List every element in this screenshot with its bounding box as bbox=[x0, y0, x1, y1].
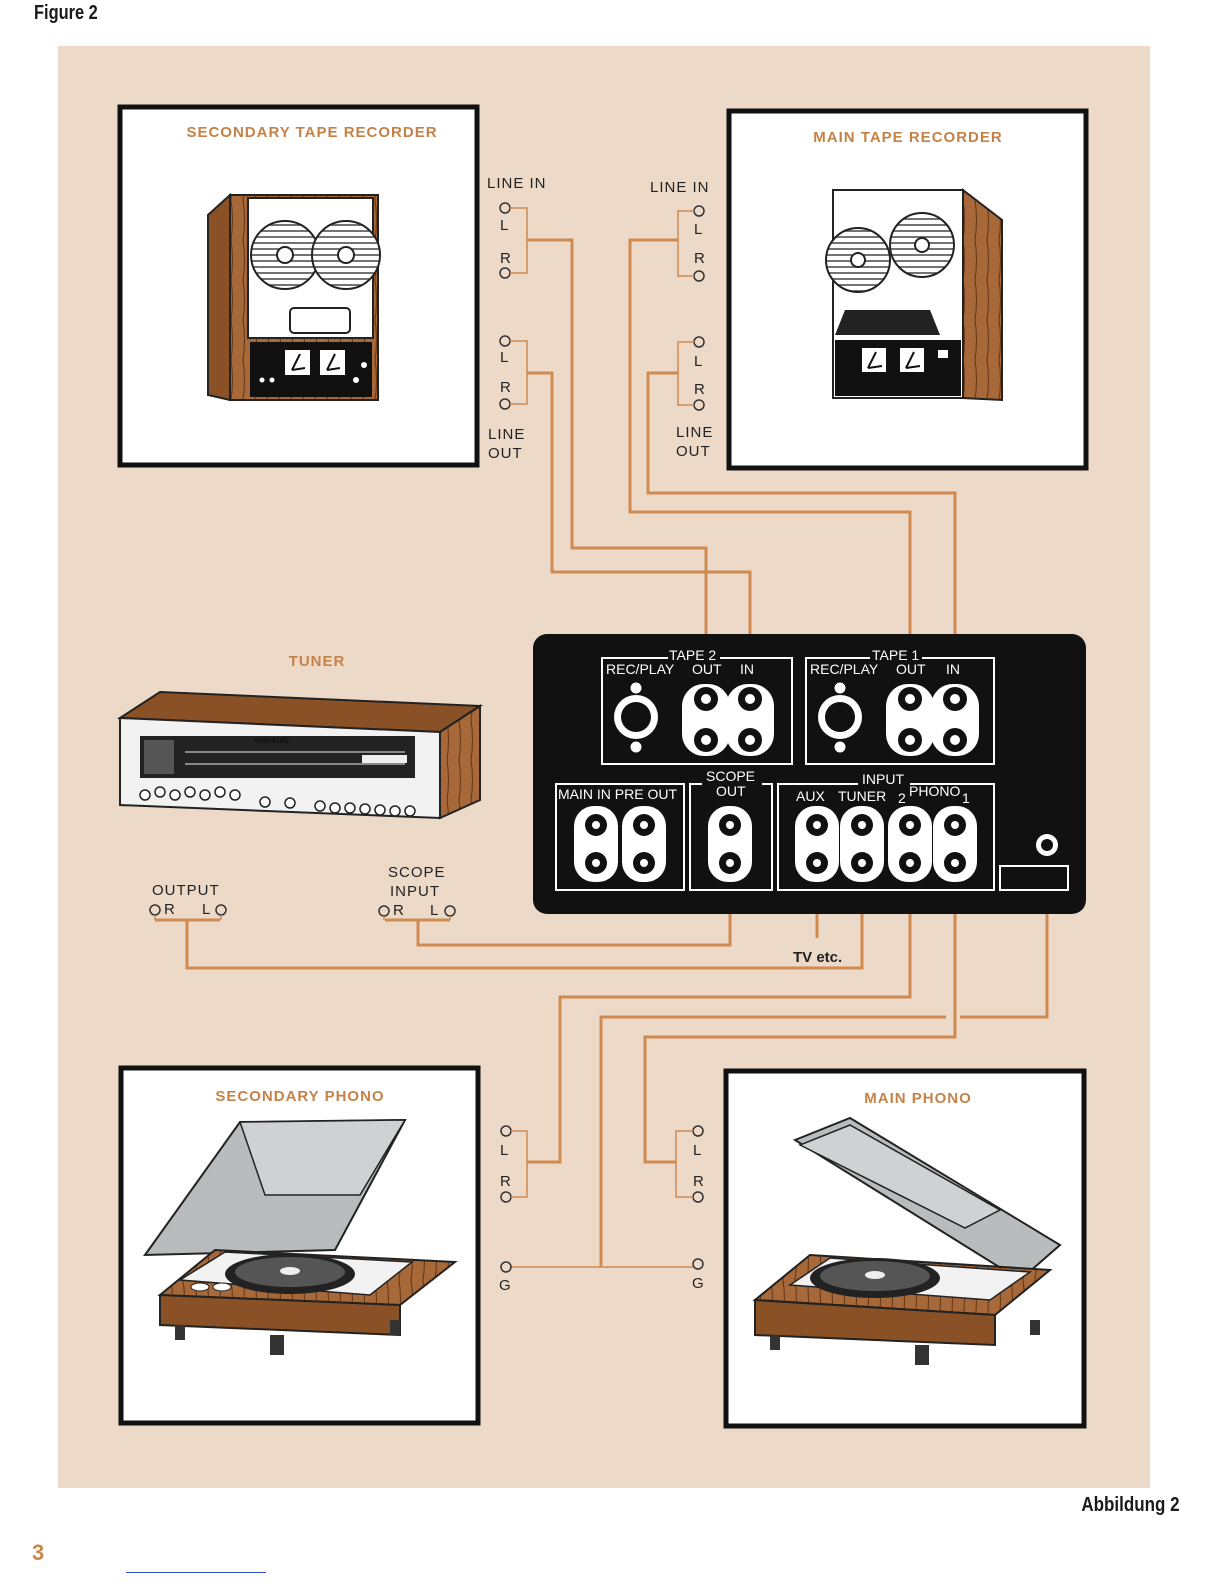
scope-out-top: SCOPE bbox=[706, 768, 755, 784]
footer-line bbox=[126, 1572, 266, 1573]
tape2-label: TAPE 2 bbox=[669, 647, 716, 663]
scope-out-out: OUT bbox=[716, 783, 746, 799]
output-r: R bbox=[164, 901, 176, 918]
tape1-out: OUT bbox=[896, 661, 926, 677]
phono-2-label: 2 bbox=[898, 790, 906, 806]
tape2-recplay: REC/PLAY bbox=[606, 661, 675, 677]
main-line-in-label: LINE IN bbox=[650, 179, 710, 196]
scope-label: SCOPE bbox=[388, 864, 446, 881]
sec-phono-g: G bbox=[499, 1277, 512, 1294]
main-out-r: R bbox=[694, 381, 706, 398]
main-tape-jacks: LINE IN L R L R LINE OUT bbox=[650, 179, 713, 460]
main-phono-l: L bbox=[693, 1142, 702, 1159]
aux-label: AUX bbox=[796, 788, 825, 804]
tv-etc-label: TV etc. bbox=[793, 949, 842, 966]
main-in-l: L bbox=[694, 221, 703, 238]
secondary-phono-jacks: L R G bbox=[499, 1125, 528, 1294]
main-tape-recorder: MAIN TAPE RECORDER bbox=[726, 108, 1089, 471]
main-phono-title: MAIN PHONO bbox=[864, 1090, 972, 1107]
main-in-r: R bbox=[694, 250, 706, 267]
main-line-label: LINE bbox=[676, 424, 713, 441]
phono-1-label: 1 bbox=[962, 790, 970, 806]
secondary-phono-title: SECONDARY PHONO bbox=[215, 1088, 384, 1105]
tape2-out: OUT bbox=[692, 661, 722, 677]
main-in-pre-out-label: MAIN IN PRE OUT bbox=[558, 786, 677, 802]
secondary-phono: SECONDARY PHONO bbox=[118, 1065, 481, 1426]
page-number: 3 bbox=[32, 1540, 45, 1565]
figure-title: Figure 2 bbox=[34, 2, 98, 24]
tuner-jacks: OUTPUT R L SCOPE INPUT R L bbox=[149, 864, 456, 920]
main-phono: MAIN PHONO bbox=[723, 1068, 1087, 1429]
tape1-label: TAPE 1 bbox=[872, 647, 919, 663]
abbildung-label: Abbildung 2 bbox=[1081, 1494, 1180, 1516]
amplifier-rear-panel: TAPE 2 REC/PLAY OUT IN 2 TAPE 1 REC/PLAY… bbox=[533, 634, 1086, 914]
tuner: TUNER marantz bbox=[116, 653, 484, 820]
secondary-tape-recorder: SECONDARY TAPE RECORDER bbox=[117, 104, 480, 468]
phono-label: PHONO bbox=[909, 783, 960, 799]
sec-phono-l: L bbox=[500, 1142, 509, 1159]
sec-line-label: LINE bbox=[488, 426, 525, 443]
input-label: INPUT bbox=[862, 771, 904, 787]
scope-input-label: INPUT bbox=[390, 883, 440, 900]
main-out-l: L bbox=[694, 353, 703, 370]
main-phono-r: R bbox=[693, 1173, 705, 1190]
cables bbox=[155, 238, 1049, 1268]
output-l: L bbox=[202, 901, 211, 918]
scope-r: R bbox=[393, 902, 405, 919]
main-phono-jacks: L R G bbox=[675, 1125, 705, 1292]
main-phono-g: G bbox=[692, 1275, 705, 1292]
tuner-panel-label: TUNER bbox=[838, 788, 886, 804]
sec-out-label: OUT bbox=[488, 445, 523, 462]
tuner-title: TUNER bbox=[289, 653, 346, 670]
sec-line-in-label: LINE IN bbox=[487, 175, 547, 192]
tape2-in: IN bbox=[740, 661, 754, 677]
sec-out-r: R bbox=[500, 379, 512, 396]
sec-out-l: L bbox=[500, 349, 509, 366]
tape1-in: IN bbox=[946, 661, 960, 677]
tape1-recplay: REC/PLAY bbox=[810, 661, 879, 677]
secondary-tape-title: SECONDARY TAPE RECORDER bbox=[186, 124, 437, 141]
sec-in-r: R bbox=[500, 250, 512, 267]
main-out-label: OUT bbox=[676, 443, 711, 460]
output-label: OUTPUT bbox=[152, 882, 220, 899]
secondary-tape-jacks: LINE IN L R L R LINE OUT bbox=[487, 175, 547, 462]
main-tape-title: MAIN TAPE RECORDER bbox=[813, 129, 1002, 146]
tuner-brand: marantz bbox=[255, 735, 290, 745]
sec-in-l: L bbox=[500, 217, 509, 234]
scope-l: L bbox=[430, 902, 439, 919]
sec-phono-r: R bbox=[500, 1173, 512, 1190]
